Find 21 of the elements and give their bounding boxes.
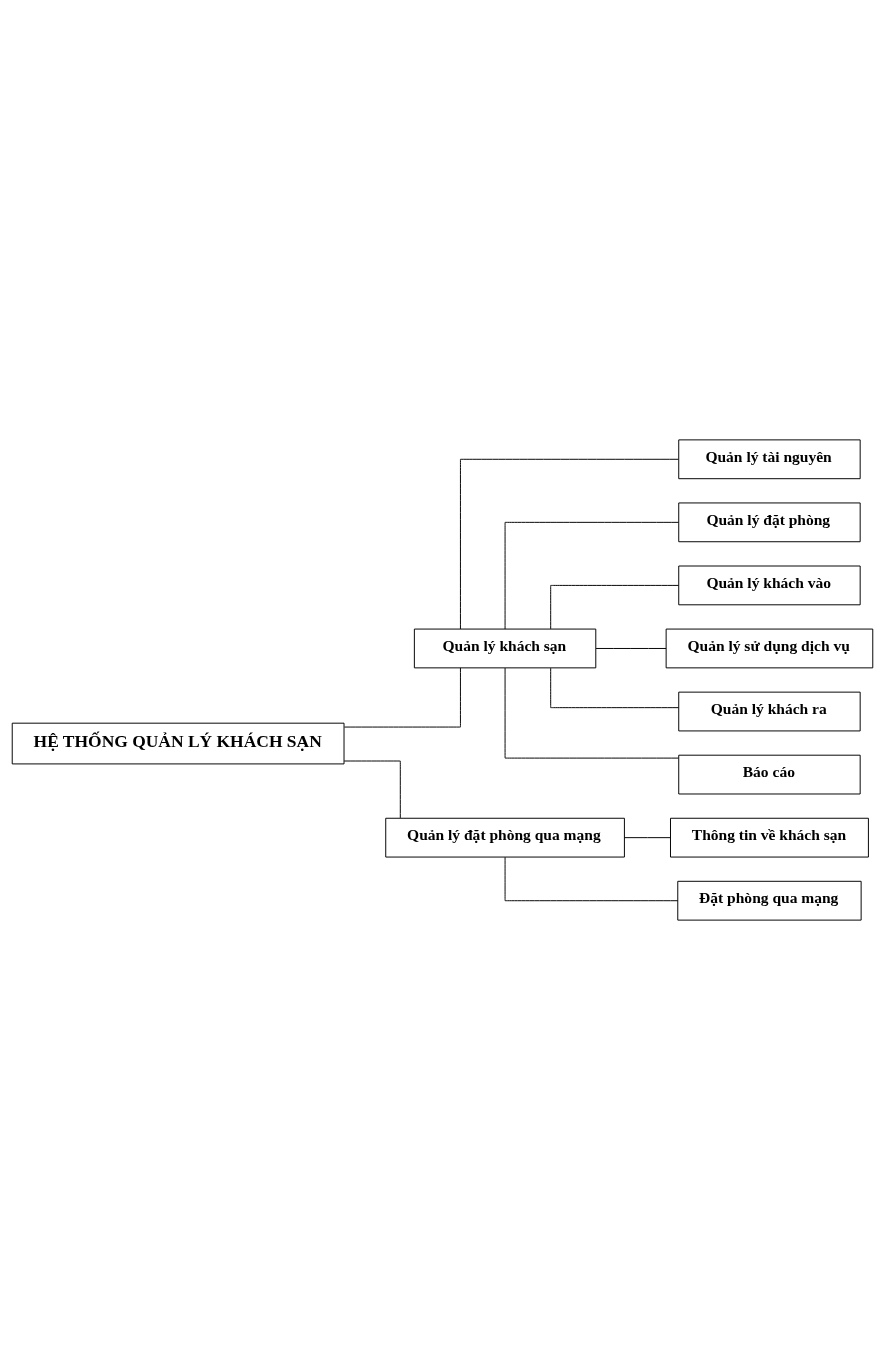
connector [343,760,401,819]
node-box: Quản lý tài nguyên [678,439,861,480]
connector [343,667,461,728]
connector [504,856,679,902]
node-box: Quản lý khách ra [678,691,861,732]
node-box: Báo cáo [678,754,861,795]
node-box: Thông tin về khách sạn [670,817,869,858]
connector [504,667,679,759]
connector [459,458,679,630]
node-box: HỆ THỐNG QUẢN LÝ KHÁCH SẠN [11,722,345,765]
connector [595,648,667,649]
node-box: Quản lý đặt phòng qua mạng [385,817,625,858]
node-box: Quản lý sử dụng dịch vụ [665,628,874,669]
connector [550,584,680,630]
node-box: Quản lý đặt phòng [678,502,861,543]
node-box: Quản lý khách vào [678,565,861,606]
connector [504,521,679,630]
node-box: Quản lý khách sạn [413,628,597,669]
node-box: Đặt phòng qua mạng [677,880,862,921]
connector [624,837,671,839]
connector [550,667,680,709]
